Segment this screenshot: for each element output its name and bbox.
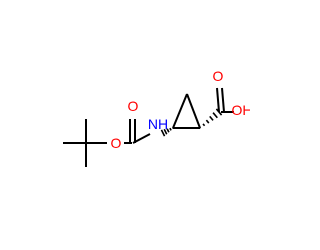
molecule-diagram: O O NH O OH: [63, 68, 251, 167]
bond-acid-carbonyl-double-a: [216, 87, 220, 113]
hash-acid-line-3: [209, 115, 214, 121]
atom-label-amide-nh: NH: [148, 116, 168, 132]
hash-n-line-2: [166, 128, 170, 133]
hash-n-line-4: [160, 129, 166, 137]
hash-acid-line-4: [212, 112, 218, 119]
atom-label-acid-hydroxyl: OH: [232, 102, 251, 118]
hash-acid-line-0: [199, 127, 201, 129]
hash-acid-line-2: [205, 119, 210, 124]
atom-label-ester-o: O: [111, 135, 122, 151]
hash-acid-line-1: [202, 123, 206, 127]
bond-ring-top-right: [186, 93, 201, 129]
atom-label-acid-carbonyl-o: O: [213, 68, 224, 84]
hashed-wedge-n-bond: [160, 127, 174, 137]
bond-acid-carbonyl-double-b: [221, 87, 225, 113]
atom-label-carbonyl-o: O: [128, 98, 139, 114]
bond-ring-left-top: [172, 93, 188, 129]
hash-n-line-1: [169, 127, 172, 131]
bond-carbonyl-to-n: [132, 133, 151, 144]
structure-canvas: O O NH O OH: [63, 68, 251, 167]
hash-n-line-3: [163, 128, 168, 135]
